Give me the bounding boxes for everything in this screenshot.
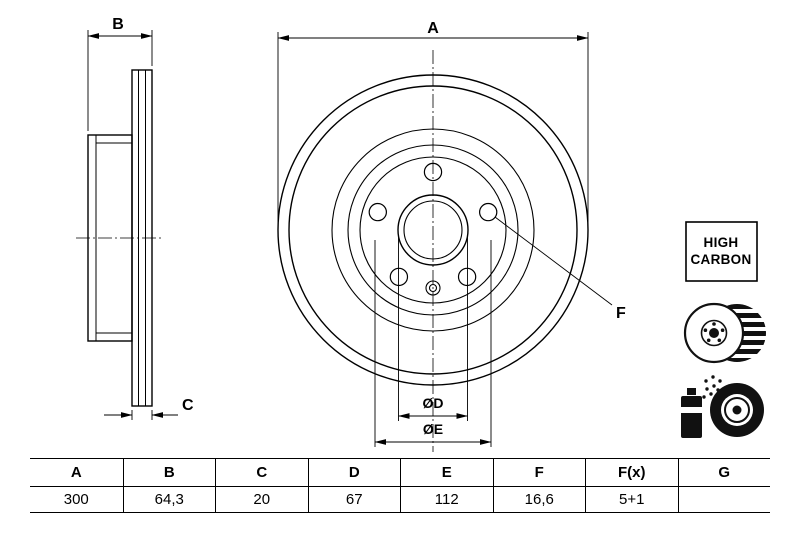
table-value-c: 20: [215, 487, 308, 512]
dimension-a: [277, 32, 589, 224]
table-value-f: 16,6: [492, 487, 586, 512]
side-view: [87, 69, 153, 407]
label-c: C: [182, 397, 194, 414]
table-value-fx: 5+1: [585, 487, 678, 512]
table-header-e: E: [400, 459, 493, 486]
label-f: F: [616, 305, 626, 322]
technical-drawing: A B C ØD ØE F: [76, 16, 770, 452]
table-value-e: 112: [400, 487, 493, 512]
label-b: B: [112, 16, 124, 33]
spec-table: A B C D E F F(x) G 300 64,3 20 67 112 16…: [30, 458, 770, 513]
outer-diameter-circle: [277, 74, 589, 386]
hat-profile: [87, 134, 133, 342]
badge-line-1: HIGH: [704, 235, 739, 250]
spray-can: [681, 396, 702, 438]
table-value-d: 67: [307, 487, 401, 512]
label-a: A: [427, 20, 439, 37]
leader-f: [494, 216, 613, 306]
table-header-b: B: [122, 459, 216, 486]
locating-pin-hole: [425, 280, 441, 296]
table-value-row: 300 64,3 20 67 112 16,6 5+1: [30, 487, 770, 512]
table-value-a: 300: [63, 491, 89, 508]
label-d: ØD: [423, 395, 444, 411]
bolt-holes: [368, 162, 498, 287]
dimension-e: [374, 240, 492, 447]
table-header-row: A B C D E F F(x) G: [30, 459, 770, 487]
table-value-g: [677, 487, 771, 512]
high-carbon-badge: HIGH CARBON: [685, 221, 758, 282]
dimension-b: [87, 30, 153, 131]
center-bore-circle: [397, 194, 469, 266]
vented-disc-icon: [683, 302, 770, 364]
spray-mist-dots: [702, 375, 722, 399]
spray-coating-icon: [681, 375, 764, 438]
table-header-f: F: [492, 459, 586, 486]
label-e: ØE: [423, 421, 443, 437]
table-header-fx: F(x): [585, 459, 678, 486]
table-header-c: C: [215, 459, 308, 486]
badge-line-2: CARBON: [690, 252, 751, 267]
front-view: [277, 74, 589, 386]
table-header-a: A: [70, 464, 82, 481]
table-value-b: 64,3: [122, 487, 216, 512]
table-header-g: G: [677, 459, 771, 486]
dimension-c: [104, 410, 178, 420]
table-header-d: D: [307, 459, 401, 486]
dimension-d: [398, 236, 468, 421]
